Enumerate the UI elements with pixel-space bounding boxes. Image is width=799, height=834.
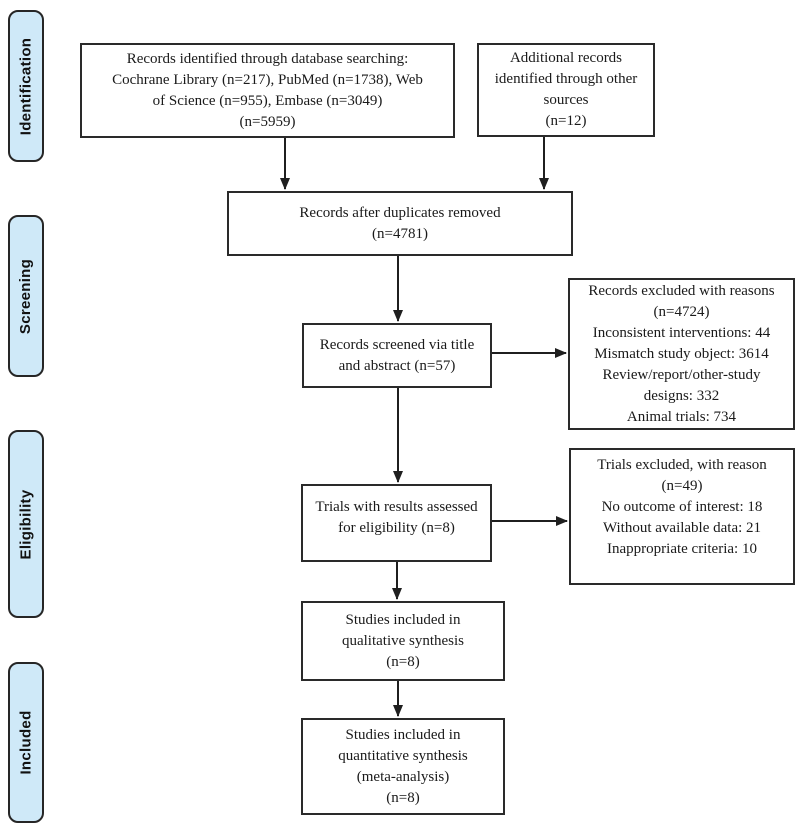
box-trials-assessed-for-eligibility: Trials with results assessed for eligibi… — [301, 484, 492, 562]
box-quantitative-synthesis: Studies included in quantitative synthes… — [301, 718, 505, 815]
stage-label-identification: Identification — [8, 10, 44, 162]
stage-label-included-text: Included — [17, 710, 35, 775]
box-trials-excluded-with-reason: Trials excluded, with reason (n=49) No o… — [569, 448, 795, 585]
box-records-excluded-with-reasons: Records excluded with reasons (n=4724) I… — [568, 278, 795, 430]
box-records-after-duplicates-removed: Records after duplicates removed (n=4781… — [227, 191, 573, 256]
stage-label-identification-text: Identification — [17, 37, 35, 135]
stage-label-screening: Screening — [8, 215, 44, 377]
stage-label-eligibility: Eligibility — [8, 430, 44, 618]
box-additional-records-other-sources: Additional records identified through ot… — [477, 43, 655, 137]
stage-label-included: Included — [8, 662, 44, 823]
stage-label-screening-text: Screening — [17, 258, 35, 334]
box-records-screened-title-abstract: Records screened via title and abstract … — [302, 323, 492, 388]
box-qualitative-synthesis: Studies included in qualitative synthesi… — [301, 601, 505, 681]
box-records-identified-database-search: Records identified through database sear… — [80, 43, 455, 138]
stage-label-eligibility-text: Eligibility — [17, 489, 35, 559]
